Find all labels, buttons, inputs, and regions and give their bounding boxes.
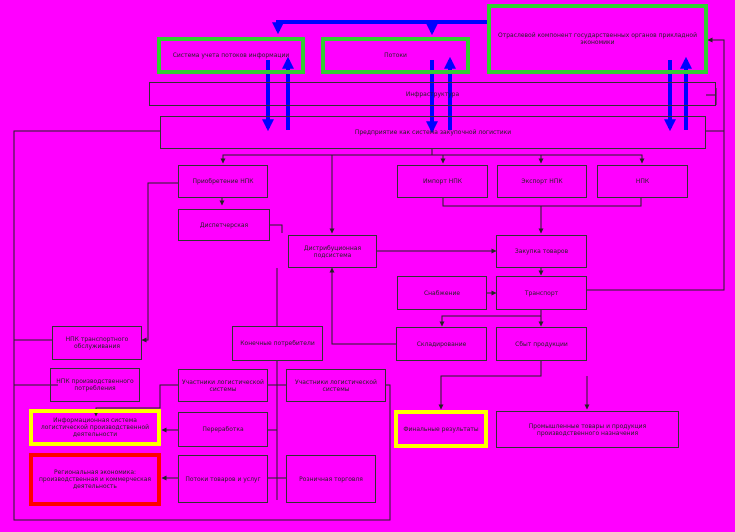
regional-economy-node[interactable]: Региональная экономика: производственная…	[29, 453, 161, 506]
npk-left-2-node[interactable]: НПК производственного потребления	[50, 368, 140, 402]
flow-left-node[interactable]: Система учета потоков информации	[157, 37, 305, 74]
flow-mid-node[interactable]: Потоки	[321, 37, 470, 74]
purchase-goods-node[interactable]: Закупка товаров	[496, 235, 587, 268]
warehouse-node[interactable]: Складирование	[396, 327, 487, 361]
supply-node[interactable]: Снабжение	[397, 276, 487, 310]
state-top-node[interactable]: Отраслевой компонент государственных орг…	[487, 4, 708, 74]
dispatch-node[interactable]: Диспетчерская	[178, 209, 270, 241]
final-results-node[interactable]: Финальные результаты	[394, 410, 488, 448]
enterprise-node[interactable]: Предприятие как система закупочной логис…	[160, 116, 706, 149]
info-system-node[interactable]: Информационная система логистической про…	[29, 409, 161, 446]
npk-left-1-node[interactable]: НПК транспортного обслуживания	[52, 326, 142, 360]
goods-flow-node[interactable]: Потоки товаров и услуг	[178, 455, 268, 503]
import-npk-node[interactable]: Импорт НПК	[397, 165, 488, 198]
purchase-npk-node[interactable]: Приобретение НПК	[178, 165, 268, 198]
consumers-node[interactable]: Конечные потребители	[232, 326, 323, 361]
export-npk-node[interactable]: Экспорт НПК	[497, 165, 587, 198]
participants-left-node[interactable]: Участники логистической системы	[178, 369, 268, 402]
npk-node[interactable]: НПК	[597, 165, 688, 198]
infrastructure-node[interactable]: Инфраструктура	[149, 82, 716, 106]
participants-right-node[interactable]: Участники логистической системы	[286, 369, 386, 402]
industry-goods-node[interactable]: Промышленные товары и продукция производ…	[496, 411, 679, 448]
transport-node[interactable]: Транспорт	[496, 276, 587, 310]
sales-node[interactable]: Сбыт продукции	[496, 327, 587, 361]
distribution-node[interactable]: Дистрибуционная подсистема	[288, 235, 377, 268]
retail-node[interactable]: Розничная торговля	[286, 455, 376, 503]
processing-node[interactable]: Переработка	[178, 412, 268, 447]
